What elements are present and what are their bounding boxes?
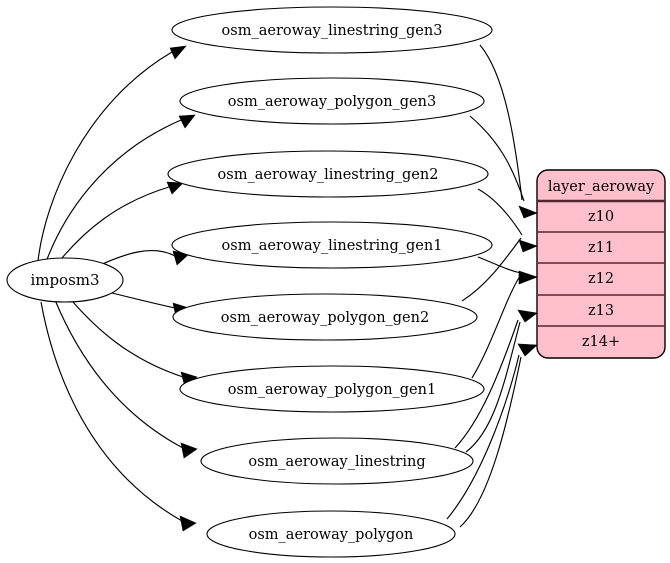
- node-osm-aeroway-linestring-gen1[interactable]: osm_aeroway_linestring_gen1: [171, 221, 493, 269]
- edge-bundle-z14-secondary: [459, 356, 522, 528]
- layer-aeroway-header-label: layer_aeroway: [548, 179, 655, 195]
- node-osm-aeroway-linestring[interactable]: osm_aeroway_linestring: [200, 437, 474, 485]
- node-osm-aeroway-linestring-gen3[interactable]: osm_aeroway_linestring_gen3: [171, 6, 493, 54]
- arrowhead-z13: [517, 309, 538, 323]
- ellipse-label: osm_aeroway_polygon_gen3: [228, 94, 436, 110]
- edge-imposm3-to-polygon: [40, 301, 183, 522]
- ellipse-label: osm_aeroway_linestring_gen1: [222, 238, 443, 254]
- edges-from-imposm3: [37, 51, 184, 522]
- edge-bundle-z13-secondary: [465, 321, 521, 453]
- edge-imposm3-to-polygon-gen3: [45, 119, 182, 263]
- node-imposm3[interactable]: imposm3: [6, 257, 124, 303]
- edge-polygon-gen3-to-z10: [469, 115, 525, 202]
- layer-row-z10[interactable]: z10: [588, 209, 614, 225]
- ellipse-label: osm_aeroway_linestring_gen3: [222, 23, 443, 39]
- ellipse-shape[interactable]: [171, 6, 493, 54]
- arrowheads-into-layer-rows: [517, 205, 538, 357]
- arrowhead-z14: [517, 343, 538, 357]
- edge-imposm3-to-linestring-gen1: [97, 250, 176, 267]
- ellipse-shape[interactable]: [179, 365, 485, 413]
- edge-linestring-gen1-to-z12: [477, 256, 522, 274]
- imposm3-label: imposm3: [30, 271, 99, 289]
- node-osm-aeroway-polygon-gen1[interactable]: osm_aeroway_polygon_gen1: [179, 365, 485, 413]
- ellipse-shape[interactable]: [200, 437, 474, 485]
- edge-polygon-gen2-to-z11: [461, 237, 522, 302]
- ellipse-shape[interactable]: [171, 221, 493, 269]
- edge-imposm3-to-polygon-gen2: [103, 290, 176, 309]
- node-layer-aeroway[interactable]: layer_aeroway z10 z11 z12 z13 z14+: [536, 169, 666, 359]
- edge-linestring-gen3-to-z10: [479, 44, 523, 201]
- ellipse-label: osm_aeroway_linestring: [248, 454, 425, 470]
- edge-imposm3-to-linestring: [54, 299, 184, 449]
- layer-row-z12[interactable]: z12: [588, 271, 614, 287]
- node-osm-aeroway-polygon-gen3[interactable]: osm_aeroway_polygon_gen3: [179, 77, 485, 125]
- node-osm-aeroway-linestring-gen2[interactable]: osm_aeroway_linestring_gen2: [167, 150, 489, 198]
- edge-imposm3-to-polygon-gen1: [72, 301, 184, 378]
- ellipse-shape[interactable]: [206, 510, 456, 558]
- layer-row-z14-plus[interactable]: z14+: [582, 334, 620, 350]
- edge-linestring-to-z13: [454, 319, 519, 449]
- arrowhead-z12: [518, 270, 538, 285]
- node-osm-aeroway-polygon-gen2[interactable]: osm_aeroway_polygon_gen2: [172, 293, 478, 341]
- arrowhead-linestring-gen2: [166, 181, 184, 195]
- node-osm-aeroway-polygon[interactable]: osm_aeroway_polygon: [206, 510, 456, 558]
- ellipse-shape[interactable]: [179, 77, 485, 125]
- imposm3-ellipse[interactable]: [6, 257, 124, 303]
- edge-linestring-gen2-to-z11: [477, 188, 523, 236]
- ellipse-label: osm_aeroway_polygon: [249, 527, 414, 543]
- edge-imposm3-to-linestring-gen3: [37, 51, 173, 262]
- layer-row-z11[interactable]: z11: [588, 240, 614, 256]
- layer-row-z13[interactable]: z13: [588, 303, 614, 319]
- edges-to-layer-aeroway: [446, 44, 525, 528]
- arrowhead-polygon-gen3: [178, 114, 196, 129]
- arrowhead-linestring-gen3: [169, 45, 187, 60]
- edge-polygon-gen1-to-z12: [471, 275, 521, 379]
- arrowhead-linestring: [180, 442, 198, 459]
- edge-imposm3-to-linestring-gen2: [61, 186, 170, 259]
- arrowhead-z10: [518, 205, 538, 219]
- ellipse-label: osm_aeroway_linestring_gen2: [218, 167, 439, 183]
- edge-polygon-to-z14: [446, 354, 520, 520]
- arrowhead-z11: [518, 239, 538, 253]
- layer-aeroway-body[interactable]: [536, 169, 666, 359]
- ellipse-label: osm_aeroway_polygon_gen1: [228, 382, 436, 398]
- ellipse-shape[interactable]: [167, 150, 489, 198]
- ellipse-shape[interactable]: [172, 293, 478, 341]
- arrowheads-into-ellipses: [166, 45, 198, 532]
- arrowhead-polygon: [179, 515, 197, 532]
- ellipse-label: osm_aeroway_polygon_gen2: [221, 310, 429, 326]
